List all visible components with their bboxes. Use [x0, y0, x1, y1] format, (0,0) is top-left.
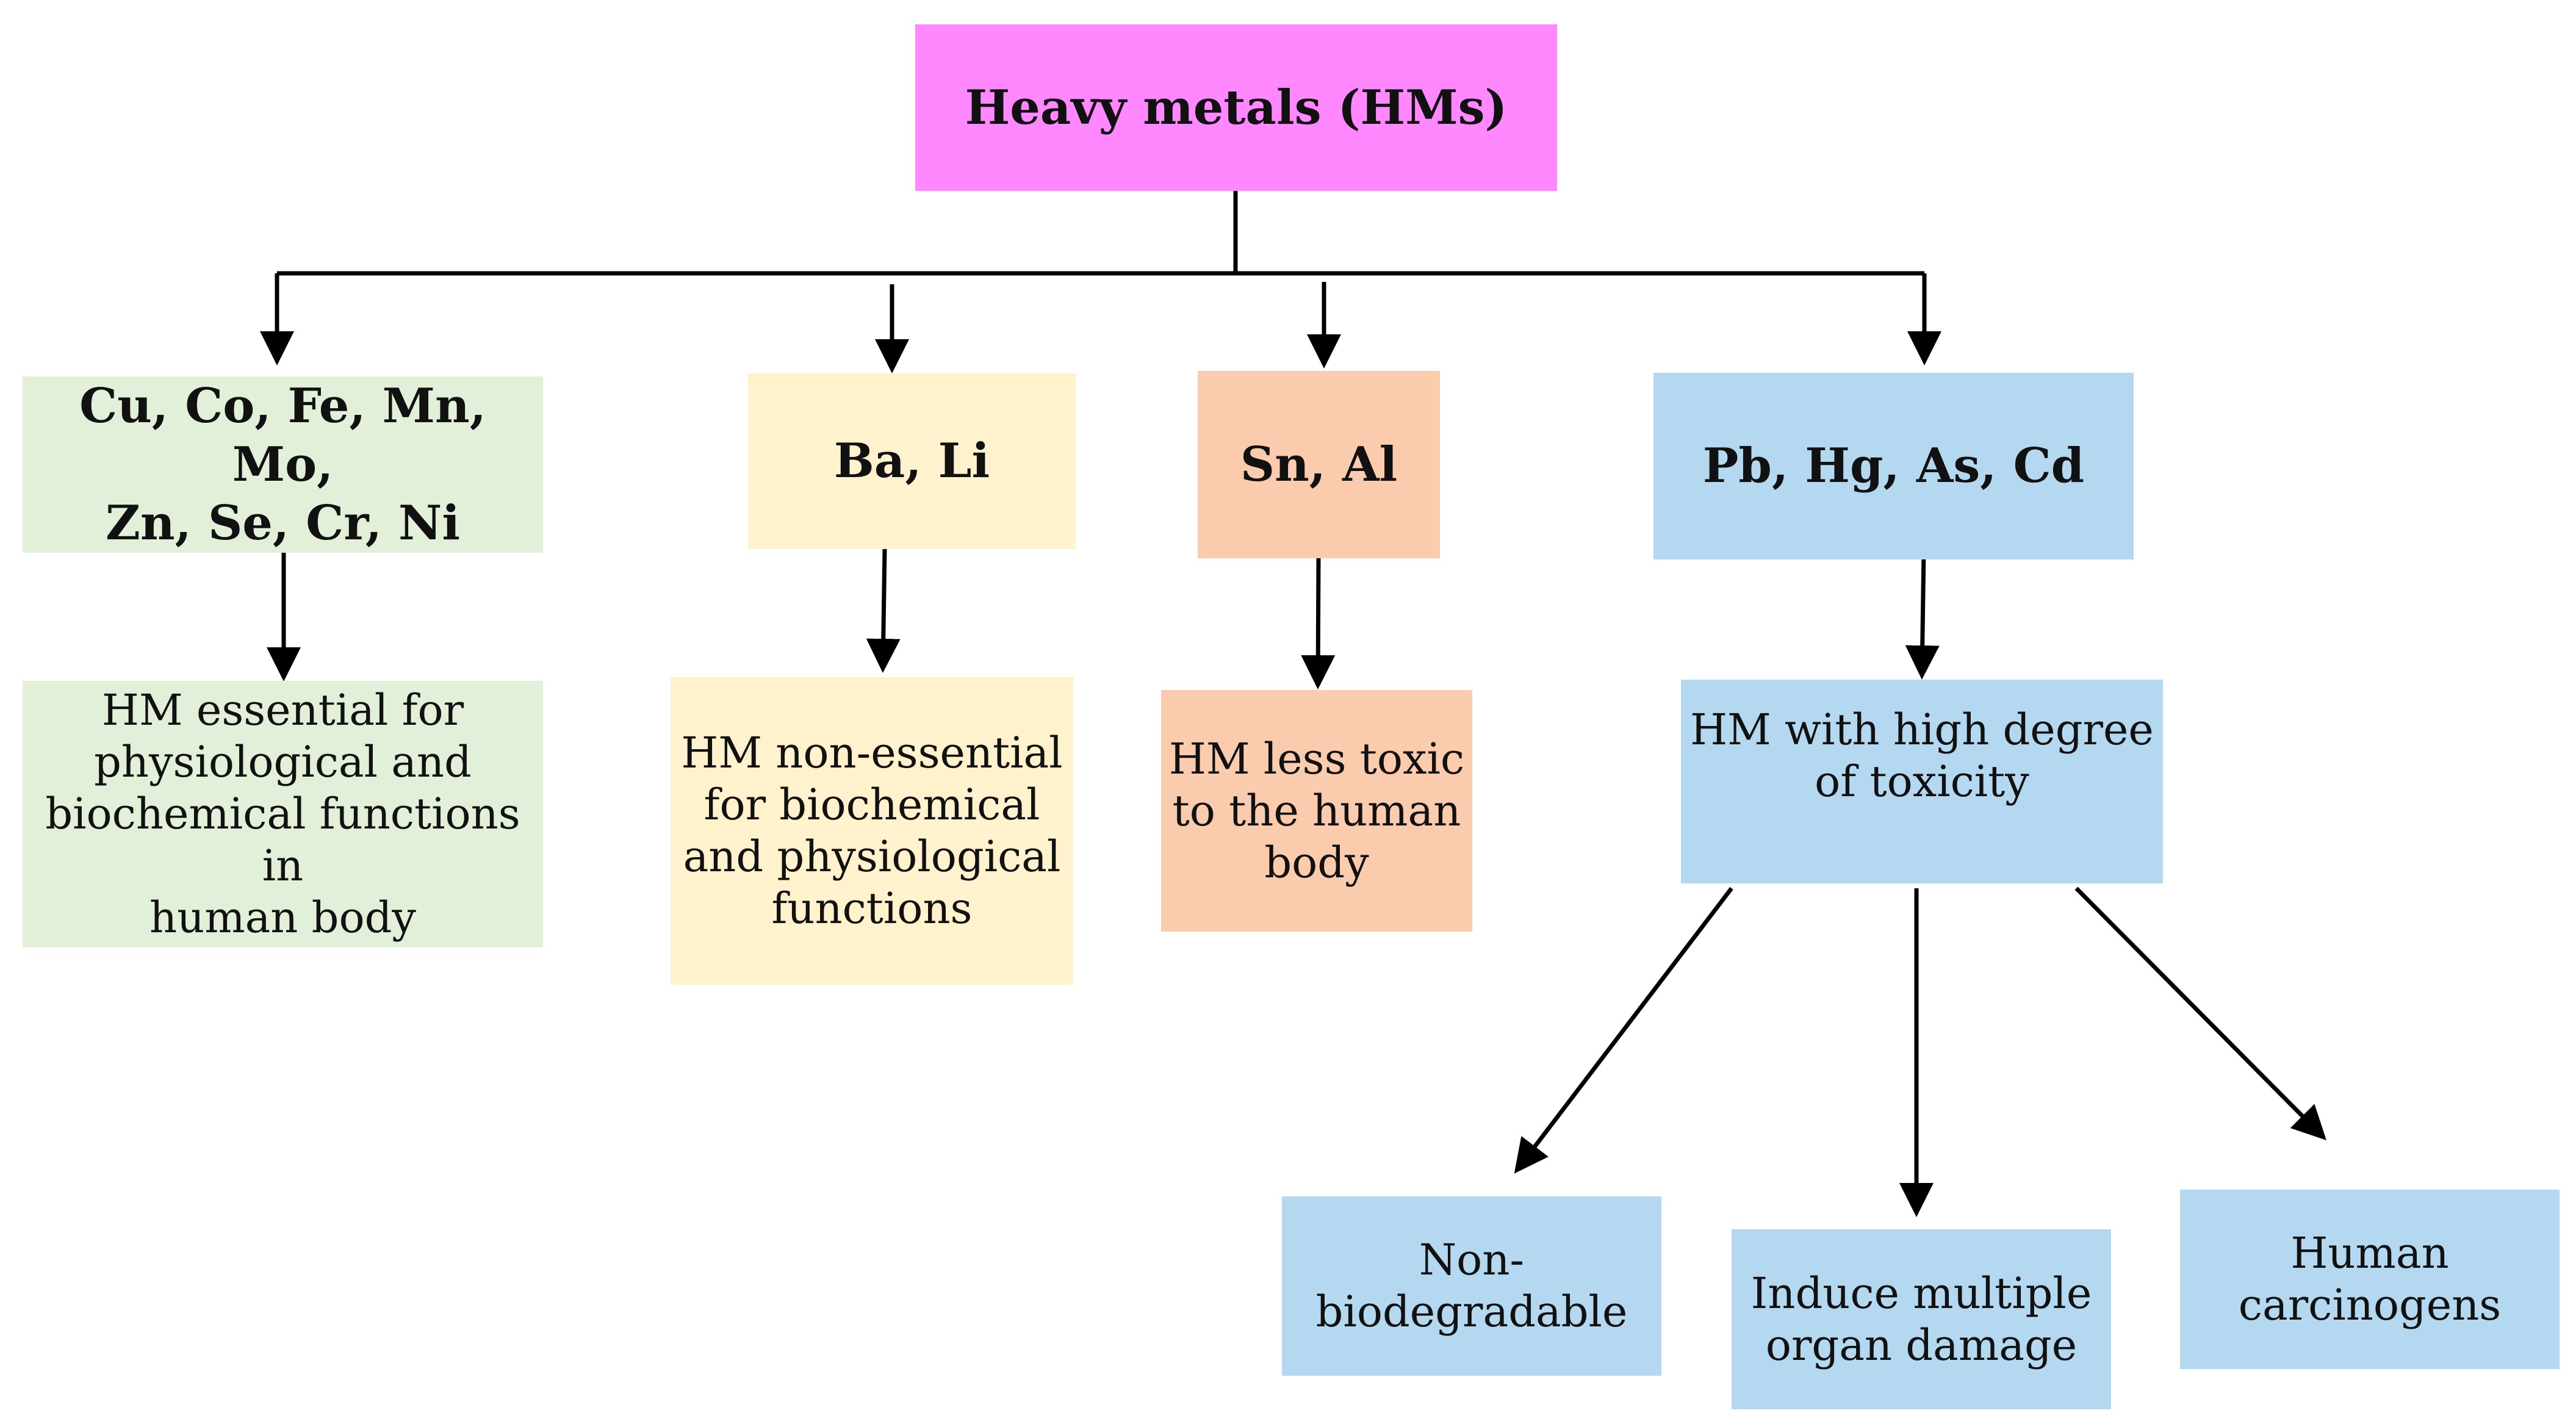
- arrow-group-4-to-desc: [1905, 552, 1940, 680]
- root-node: Heavy metals (HMs): [915, 24, 1557, 191]
- arrow-toxicity-to-effect-3: [2074, 886, 2326, 1140]
- group-4-description-node: HM with high degree of toxicity: [1681, 680, 2163, 883]
- group-3-description-node: HM less toxic to the human body: [1161, 690, 1472, 932]
- group-3-metals-node: Sn, Al: [1198, 371, 1440, 558]
- arrow-toxicity-to-effect-1: [1514, 886, 1733, 1174]
- group-1-metals-node: Cu, Co, Fe, Mn, Mo, Zn, Se, Cr, Ni: [23, 376, 543, 553]
- effect-carcinogens-node: Human carcinogens: [2180, 1190, 2560, 1369]
- group-4-metals-node: Pb, Hg, As, Cd: [1653, 373, 2134, 559]
- group-1-description-node: HM essential for physiological and bioch…: [23, 681, 543, 947]
- group-2-description-node: HM non-essential for biochemical and phy…: [671, 677, 1073, 985]
- arrow-group-3-to-desc: [1301, 558, 1336, 689]
- effect-non-biodegradable-node: Non- biodegradable: [1282, 1196, 1661, 1376]
- arrow-group-2-to-desc: [866, 548, 901, 673]
- effect-organ-damage-node: Induce multiple organ damage: [1732, 1229, 2111, 1409]
- group-2-metals-node: Ba, Li: [748, 373, 1076, 549]
